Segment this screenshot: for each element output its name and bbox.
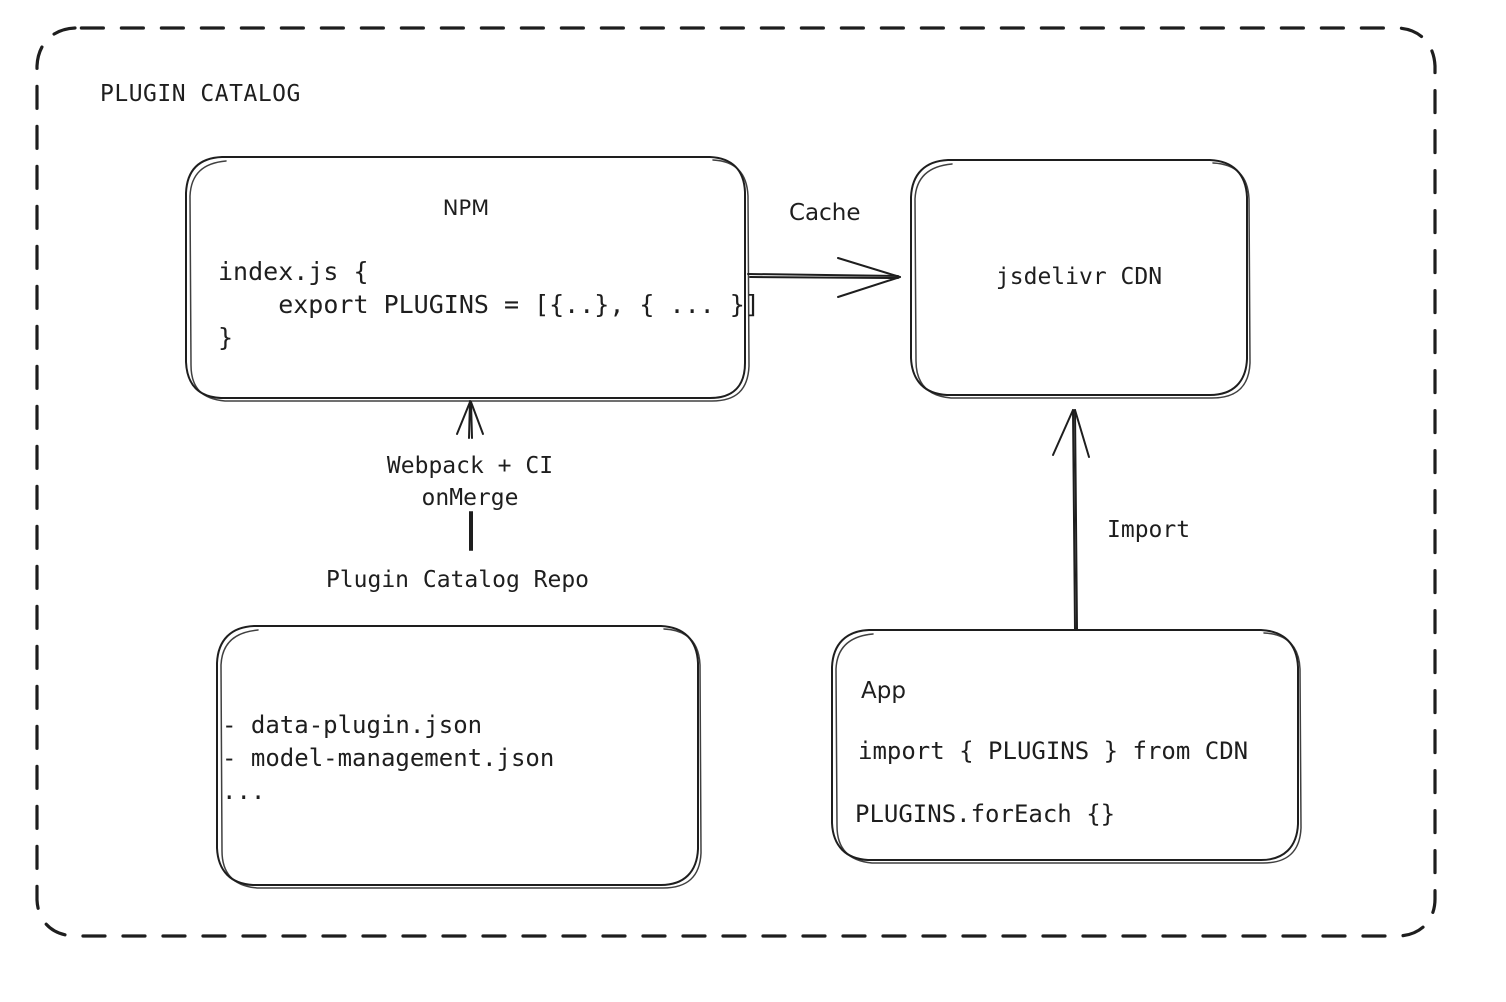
repo-node-file-list: - data-plugin.json - model-management.js…	[222, 711, 555, 805]
plugin-catalog-frame	[35, 26, 1437, 938]
app-node-shape-sketch	[835, 632, 1302, 864]
npm-node-code: index.js { export PLUGINS = [{..}, { ...…	[218, 257, 760, 352]
npm-node-shape	[185, 156, 746, 399]
npm-node-shape-sketch	[189, 159, 750, 402]
cache-edge-label: Cache	[789, 200, 861, 226]
app-node-code-line-2: PLUGINS.forEach {}	[855, 800, 1116, 828]
webpack-ci-arrow	[456, 400, 484, 551]
import-arrow	[1052, 409, 1090, 631]
app-node-code-line-1: import { PLUGINS } from CDN	[858, 737, 1249, 765]
frame-title: PLUGIN CATALOG	[100, 81, 301, 107]
npm-node-title: NPM	[442, 196, 490, 220]
cdn-node-title: jsdelivr CDN	[995, 264, 1163, 290]
cache-arrow	[747, 257, 901, 298]
import-edge-label: Import	[1107, 517, 1191, 543]
cdn-node-shape-sketch	[914, 162, 1251, 399]
webpack-ci-edge-label: Webpack + CI onMerge	[386, 453, 554, 511]
repo-node-title: Plugin Catalog Repo	[325, 567, 590, 593]
repo-node-shape-sketch	[220, 628, 702, 889]
app-node-title: App	[861, 678, 906, 704]
